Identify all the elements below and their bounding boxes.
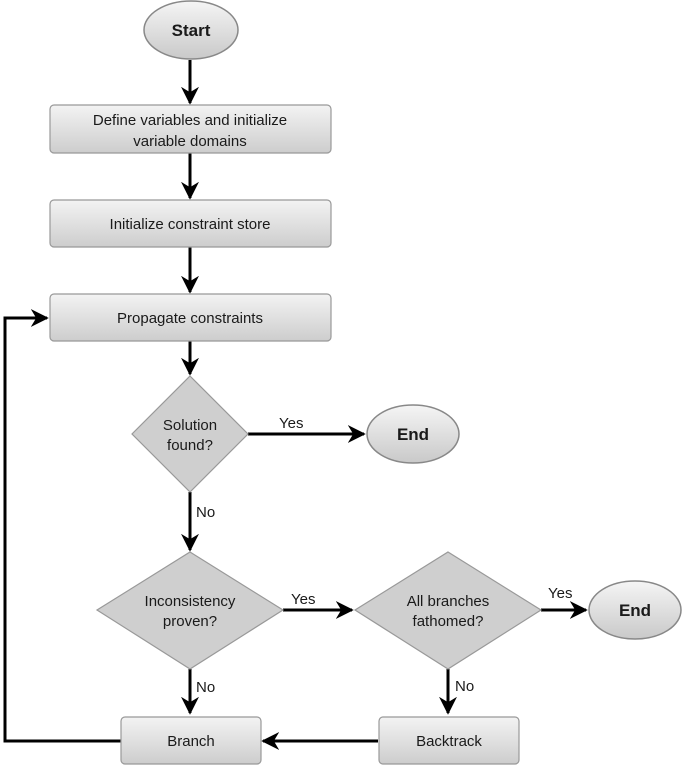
backtrack-box: Backtrack	[378, 716, 520, 765]
init-constraint-store-box: Initialize constraint store	[49, 199, 332, 248]
solution-found-line1: Solution	[163, 417, 217, 434]
inconsistency-no-label: No	[196, 679, 215, 696]
end-node-1: End	[366, 404, 460, 464]
start-label: Start	[172, 21, 211, 40]
inconsistency-line1: Inconsistency	[145, 593, 236, 610]
propagate-constraints-box: Propagate constraints	[49, 293, 332, 342]
define-variables-box: Define variables and initialize variable…	[49, 104, 332, 154]
solution-found-line2: found?	[167, 437, 213, 454]
all-branches-line1: All branches	[407, 593, 490, 610]
solution-yes-label: Yes	[279, 415, 303, 432]
inconsistency-yes-label: Yes	[291, 591, 315, 608]
all-branches-decision: All branches fathomed?	[353, 551, 543, 670]
branch-label: Branch	[167, 733, 215, 750]
end-label-1: End	[397, 425, 429, 444]
backtrack-label: Backtrack	[416, 733, 482, 750]
solution-no-label: No	[196, 504, 215, 521]
end-label-2: End	[619, 601, 651, 620]
propagate-constraints-label: Propagate constraints	[117, 310, 263, 327]
branch-box: Branch	[120, 716, 262, 765]
all-branches-line2: fathomed?	[413, 613, 484, 630]
branches-yes-label: Yes	[548, 585, 572, 602]
inconsistency-decision: Inconsistency proven?	[95, 551, 285, 670]
edge-branch-loop	[3, 309, 121, 743]
init-constraint-store-label: Initialize constraint store	[110, 216, 271, 233]
start-node: Start	[143, 0, 239, 60]
inconsistency-line2: proven?	[163, 613, 217, 630]
define-variables-line2: variable domains	[133, 133, 246, 150]
solution-found-decision: Solution found?	[131, 375, 249, 493]
branches-no-label: No	[455, 678, 474, 695]
end-node-2: End	[588, 580, 682, 640]
define-variables-line1: Define variables and initialize	[93, 112, 287, 129]
